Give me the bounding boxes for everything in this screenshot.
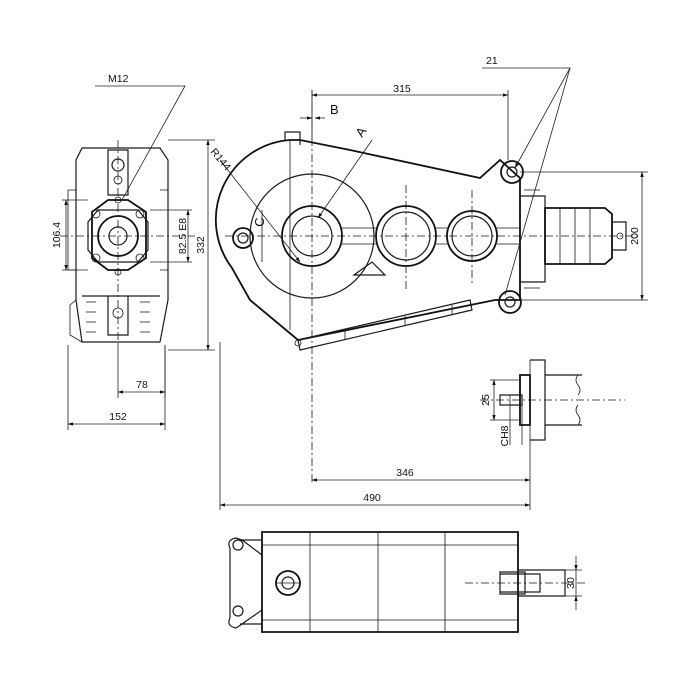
label-c: C xyxy=(252,217,267,226)
dim-346: 346 xyxy=(396,467,414,479)
dim-78: 78 xyxy=(136,379,148,391)
dim-21: 21 xyxy=(486,55,498,67)
dim-315: 315 xyxy=(393,83,411,95)
dim-490: 490 xyxy=(363,492,381,504)
dim-m12: M12 xyxy=(108,73,129,85)
dim-200: 200 xyxy=(629,227,641,245)
label-a: A xyxy=(352,124,369,140)
dim-152: 152 xyxy=(109,411,127,423)
dim-82-5-e8: 82.5 E8 xyxy=(177,218,189,254)
dim-106-4: 106.4 xyxy=(51,222,63,248)
front-view-dimensions: 315 B A R144 C 21 200 346 490 xyxy=(208,55,648,510)
top-view: 30 xyxy=(228,531,585,633)
label-b: B xyxy=(330,102,339,117)
dim-30: 30 xyxy=(565,577,577,589)
shaft-key-detail: 25 CH8 xyxy=(480,359,625,447)
front-view xyxy=(214,90,640,485)
dim-25: 25 xyxy=(480,394,492,406)
side-view xyxy=(60,140,195,345)
dim-ch8: CH8 xyxy=(499,425,511,446)
side-view-dimensions: M12 106.4 82.5 E8 332 78 152 xyxy=(51,73,215,430)
dim-332: 332 xyxy=(195,236,207,254)
dim-r144: R144 xyxy=(208,146,233,173)
